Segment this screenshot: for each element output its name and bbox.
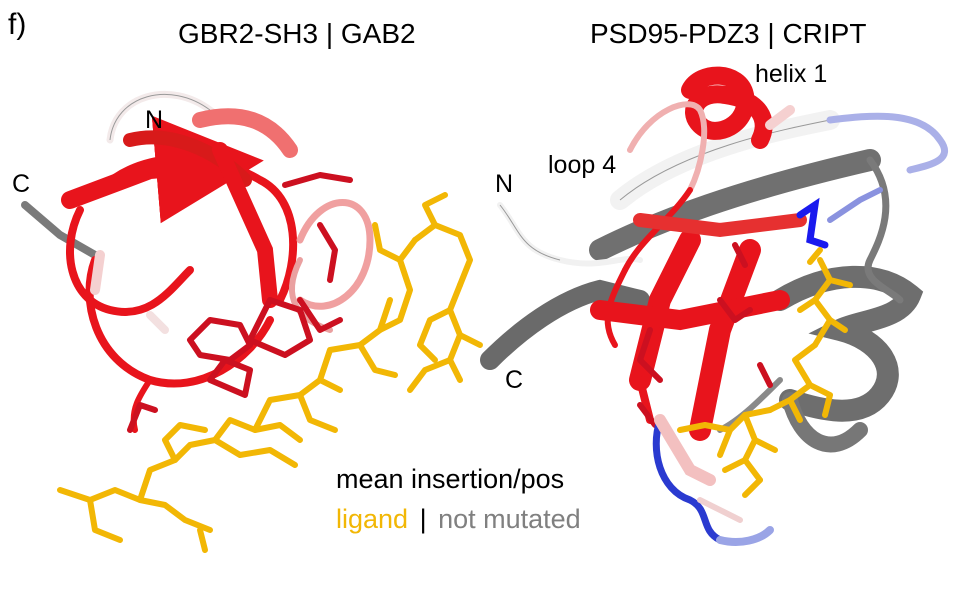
sh3-loop-1 xyxy=(66,206,194,316)
pdz3-blue-mid xyxy=(796,197,829,249)
pdz3-side-chains xyxy=(637,242,773,428)
sh3-structure-title: GBR2-SH3 | GAB2 xyxy=(178,18,416,49)
pdz3-structure xyxy=(480,66,949,546)
legend-heading: mean insertion/pos xyxy=(336,464,565,494)
sh3-n-terminus-label: N xyxy=(145,106,164,134)
pdz3-blue-bottom xyxy=(652,416,724,544)
pdz3-loop-4 xyxy=(627,101,708,193)
pdz3-helix-label: helix 1 xyxy=(755,60,828,88)
pdz3-loop-label: loop 4 xyxy=(548,151,617,179)
pdz3-structure-title: PSD95-PDZ3 | CRIPT xyxy=(590,18,867,49)
legend-not-mutated: not mutated xyxy=(438,504,581,534)
pdz3-grey-loop xyxy=(864,156,904,304)
pdz3-red-strand-2 xyxy=(689,239,761,441)
pdz3-helix-1 xyxy=(681,66,773,149)
pdz3-grey-strand-top xyxy=(589,149,881,261)
sh3-c-terminus-label: C xyxy=(12,170,31,198)
pdz3-ligand xyxy=(677,247,853,498)
legend-key: ligand | not mutated xyxy=(336,506,581,533)
pdz3-grey-c-region xyxy=(480,279,650,370)
sh3-pink-loop xyxy=(296,199,374,310)
sh3-structure xyxy=(21,91,483,553)
pdz3-n-terminus-label: N xyxy=(495,170,514,198)
pdz3-c-terminus-label: C xyxy=(505,366,524,394)
sh3-side-chains xyxy=(127,172,353,433)
legend-ligand: ligand xyxy=(336,504,409,534)
pdz3-red-strand-1 xyxy=(629,229,701,391)
sh3-strand-c xyxy=(212,142,278,308)
pdz3-red-strand-3 xyxy=(590,290,790,331)
sh3-top-strand xyxy=(192,108,298,158)
sh3-ligand xyxy=(57,192,483,553)
sh3-strand-a xyxy=(61,115,264,224)
panel-letter: f) xyxy=(8,8,27,41)
pdz3-blue-top xyxy=(826,112,949,174)
sh3-c-terminal-tail xyxy=(21,201,99,259)
legend-separator: | xyxy=(419,504,427,534)
